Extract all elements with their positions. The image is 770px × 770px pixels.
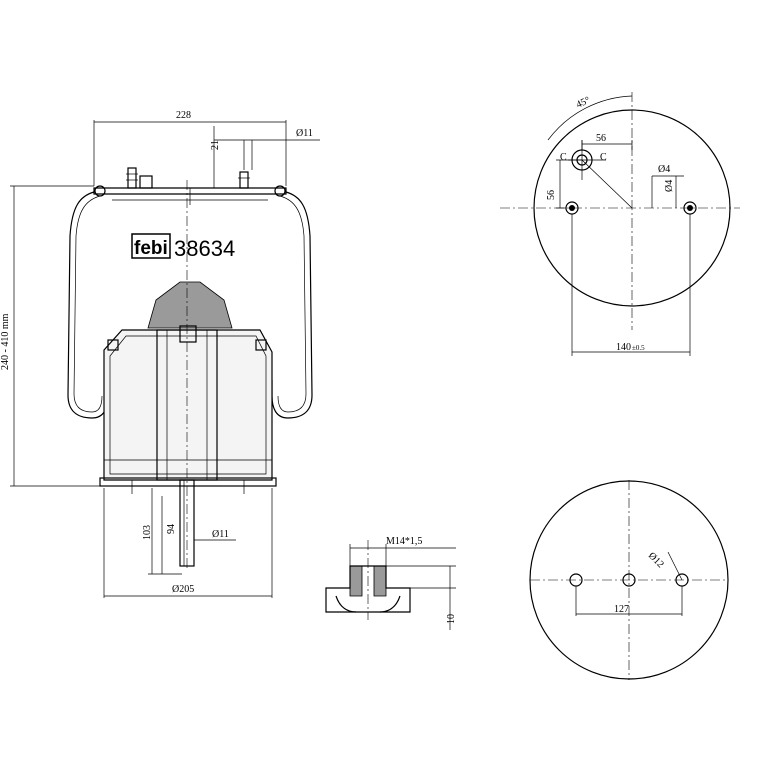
side-view	[67, 167, 313, 570]
dome-section	[147, 281, 233, 329]
piston-base	[99, 477, 277, 487]
dim-stud-height: 21	[210, 140, 221, 150]
dim-hole-b: Ø4	[664, 180, 675, 192]
angle-ray	[581, 159, 633, 209]
dim-bolt-tol: ±0.5	[632, 344, 645, 352]
stud-left	[126, 167, 153, 189]
dim-stud-dia: Ø11	[296, 128, 313, 139]
dim-thread: M14*1,5	[386, 536, 422, 547]
stud-right	[238, 171, 250, 189]
brand-logo: febi 38634	[131, 233, 235, 261]
part-number: 38634	[174, 236, 235, 261]
logo-text: febi	[134, 238, 168, 259]
bead-right	[274, 185, 286, 197]
side-dimensions: 228 21 Ø11 240 - 410 mm 103 94 Ø11 Ø205	[0, 110, 320, 598]
bottom-pin	[179, 479, 195, 567]
logo-box	[131, 233, 171, 259]
center-nut	[179, 325, 197, 343]
dim-bottom-spacing: 127	[614, 604, 629, 615]
dim-top-width: 228	[176, 110, 191, 121]
dim-pin-dia: Ø11	[212, 529, 229, 540]
dim-nut-height: 10	[446, 614, 457, 624]
bottom-view: Ø12 127	[529, 480, 729, 680]
dim-angle: 45°	[575, 95, 592, 111]
clamp-right	[255, 339, 267, 351]
top-view: 45° 56 C C 56 Ø4 Ø4 140 ±0.5	[500, 92, 740, 356]
bottom-hole-center	[622, 573, 636, 587]
angle-arc	[547, 95, 633, 141]
chamfer-right: C	[600, 152, 607, 163]
piston-body	[103, 329, 273, 481]
chamfer-left: C	[560, 152, 567, 163]
dim-bottom-hole: Ø12	[646, 550, 666, 570]
dim-pin-outer: 103	[142, 525, 153, 540]
bellows-inner	[73, 195, 307, 413]
dim-vertical-offset: 56	[546, 190, 557, 200]
clamp-left	[107, 339, 119, 351]
dim-hole-a: Ø4	[658, 164, 670, 175]
dim-height-range: 240 - 410 mm	[0, 313, 11, 370]
bead-left	[94, 185, 106, 197]
dim-bolt-spacing: 140	[616, 342, 631, 353]
dim-top-offset: 56	[596, 133, 606, 144]
dim-pin-inner: 94	[166, 524, 177, 534]
nut-detail: M14*1,5 10	[325, 536, 457, 630]
dim-base-dia: Ø205	[172, 584, 194, 595]
piston-inner	[109, 335, 267, 475]
